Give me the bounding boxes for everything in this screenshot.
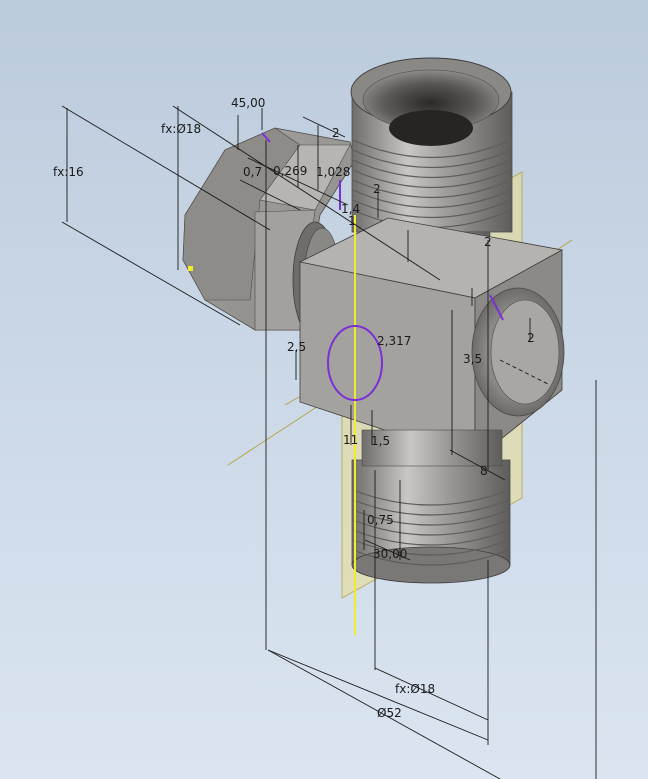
dim-11[interactable]: 11: [343, 433, 359, 447]
dim-2-small[interactable]: 2: [373, 182, 381, 196]
dim-diameter-18-top[interactable]: fx:Ø18: [161, 122, 202, 136]
dim-0-75[interactable]: 0,75: [367, 513, 394, 527]
dim-2-right-top[interactable]: 2: [484, 235, 492, 249]
dim-2-right[interactable]: 2: [527, 331, 535, 345]
dim-2-top[interactable]: 2: [332, 126, 340, 140]
center-block[interactable]: [298, 217, 565, 461]
dim-1-5[interactable]: 1,5: [371, 434, 391, 448]
sketch-circle-highlight[interactable]: [327, 325, 383, 401]
dim-diameter-18-bottom[interactable]: fx:Ø18: [395, 682, 436, 696]
dim-0-7[interactable]: 0,7: [243, 165, 263, 179]
bottom-threaded-connector[interactable]: [351, 429, 511, 584]
dim-length-16[interactable]: fx:16: [53, 165, 84, 179]
sketch-point[interactable]: [188, 266, 193, 271]
dim-diameter-52[interactable]: Ø52: [377, 706, 402, 720]
dim-8[interactable]: 8: [480, 464, 488, 478]
sketch-line-right[interactable]: [489, 294, 504, 321]
dim-angle-30[interactable]: 30,00: [373, 547, 408, 561]
bottom-thread-ridges: [352, 489, 510, 566]
dim-1-4[interactable]: 1,4: [341, 202, 361, 216]
dim-2-5[interactable]: 2,5: [287, 340, 307, 354]
dim-0-269[interactable]: 0,269: [273, 164, 308, 178]
top-thread-ridges: [352, 139, 512, 228]
dimension-lines: [61, 105, 597, 779]
sketch-line-top[interactable]: [261, 132, 271, 143]
dim-1[interactable]: 1: [348, 214, 356, 228]
dim-2-317[interactable]: 2,317: [377, 334, 412, 348]
dim-1-028[interactable]: 1,028: [316, 165, 351, 179]
dim-angle-45[interactable]: 45,00: [231, 96, 266, 110]
dim-3-5[interactable]: 3,5: [463, 352, 483, 366]
